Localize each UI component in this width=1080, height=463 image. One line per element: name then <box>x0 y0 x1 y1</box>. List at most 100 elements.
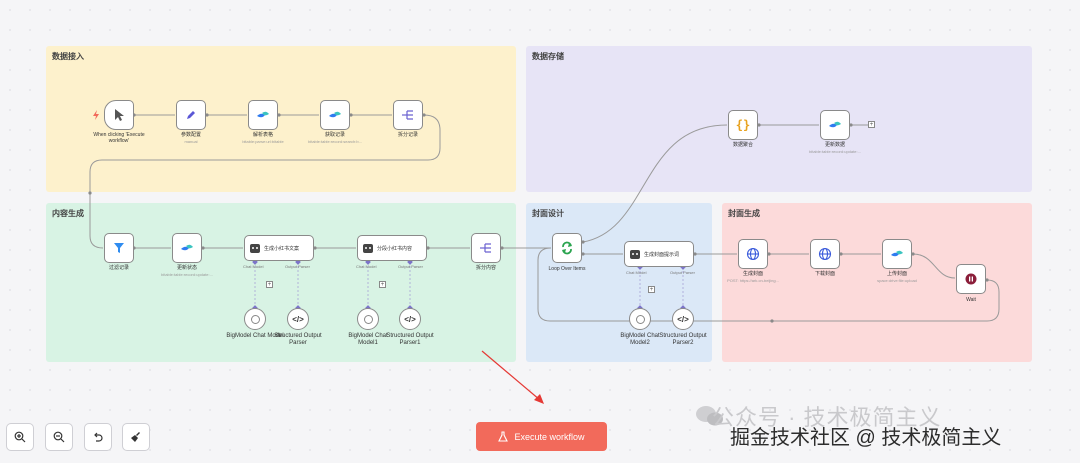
feishu-icon <box>181 244 193 251</box>
annotation-arrow <box>481 350 544 404</box>
node-subtitle: POST: https://ark.cn-beijing... <box>727 278 779 283</box>
output-parser-node[interactable]: </> <box>672 308 694 330</box>
port-label: Chat Model <box>626 270 647 275</box>
watermark-line-1: 公众号 · 技术极简主义 <box>712 405 942 430</box>
node-label: 过滤记录 <box>108 265 129 271</box>
node-label: Wait <box>966 297 976 303</box>
watermark-line-2: 掘金技术社区 @ 技术极简主义 <box>730 427 1002 449</box>
reset-zoom-button[interactable] <box>84 423 112 451</box>
port-label: Output Parser <box>670 270 695 275</box>
zoom-in-icon <box>14 431 26 443</box>
get-records-node[interactable] <box>320 100 350 130</box>
node-label: 拆分内容 <box>475 265 496 271</box>
zoom-out-button[interactable] <box>45 423 73 451</box>
feishu-icon <box>891 250 903 257</box>
add-node-button[interactable]: + <box>648 286 655 293</box>
node-label: 下载封面 <box>814 271 835 277</box>
pencil-icon <box>187 111 195 119</box>
group-title: 数据接入 <box>52 52 84 61</box>
execute-workflow-label: Execute workflow <box>514 431 585 442</box>
robot-icon <box>363 243 373 253</box>
node-subtitle: bitable:table:record:update:... <box>809 149 861 154</box>
node-label: BigModel Chat Model <box>226 333 284 339</box>
add-node-button[interactable]: + <box>868 121 875 128</box>
code-icon: </> <box>292 314 304 324</box>
node-label: 更新状态 <box>176 265 197 271</box>
node-subtitle: bitable:table:record:search:b... <box>308 139 362 144</box>
node-label: 生成小红书文案 <box>264 245 300 252</box>
model-icon <box>250 314 260 324</box>
add-node-button[interactable]: + <box>266 281 273 288</box>
output-parser-node[interactable]: </> <box>399 308 421 330</box>
node-subtitle: bitable:table:record:update:... <box>161 272 213 277</box>
split-icon <box>480 243 491 253</box>
group-content-generation: 内容生成 <box>46 203 516 362</box>
zoom-out-icon <box>53 431 65 443</box>
split-records-node[interactable] <box>393 100 423 130</box>
node-subtitle: space:drive:file:upload <box>877 278 917 283</box>
split-copy-node[interactable]: 分段小红书内容 <box>357 235 427 261</box>
node-label: Structured Output Parser <box>274 333 322 346</box>
update-data-node[interactable] <box>820 110 850 140</box>
split-content-node[interactable] <box>471 233 501 263</box>
globe-icon <box>746 247 760 261</box>
port-label: Output Parser <box>285 264 310 269</box>
group-title: 内容生成 <box>52 209 84 218</box>
trigger-node[interactable] <box>104 100 134 130</box>
group-data-storage: 数据存储 <box>526 46 1032 192</box>
undo-icon <box>94 432 103 442</box>
model-icon <box>635 314 645 324</box>
feishu-icon <box>329 111 341 118</box>
zoom-in-button[interactable] <box>6 423 34 451</box>
port-label: Output Parser <box>398 264 423 269</box>
chat-model-node[interactable] <box>244 308 266 330</box>
model-icon <box>363 314 373 324</box>
loop-node[interactable] <box>552 233 582 263</box>
node-label: Loop Over Items <box>548 266 586 272</box>
cursor-icon <box>115 109 124 121</box>
wait-node[interactable] <box>956 264 986 294</box>
node-label: 生成封面 <box>742 271 763 277</box>
node-label: 拆分记录 <box>397 132 418 138</box>
filter-icon <box>114 243 124 253</box>
group-cover-design: 封面设计 <box>526 203 712 362</box>
chat-model-node[interactable] <box>629 308 651 330</box>
node-label: 上传封面 <box>886 271 907 277</box>
pause-icon <box>965 273 977 285</box>
robot-icon <box>250 243 260 253</box>
node-label: 参数配置 <box>180 132 201 138</box>
output-parser-node[interactable]: </> <box>287 308 309 330</box>
node-subtitle: bitable:parse:url:bitable <box>242 139 284 144</box>
upload-cover-node[interactable] <box>882 239 912 269</box>
generate-cover-prompt-node[interactable]: 生成封面提示词 <box>624 241 694 267</box>
code-icon: </> <box>404 314 416 324</box>
robot-icon <box>630 249 640 259</box>
node-label: 数据聚合 <box>732 142 753 148</box>
node-label: 分段小红书内容 <box>377 245 413 252</box>
generate-copy-node[interactable]: 生成小红书文案 <box>244 235 314 261</box>
broom-icon <box>131 432 140 442</box>
lightning-icon <box>93 110 99 120</box>
port-label: Chat Model <box>356 264 377 269</box>
feishu-icon <box>257 111 269 118</box>
chat-model-node[interactable] <box>357 308 379 330</box>
node-label: BigModel Chat Model1 <box>348 333 388 346</box>
params-node[interactable] <box>176 100 206 130</box>
add-node-button[interactable]: + <box>379 281 386 288</box>
group-title: 数据存储 <box>532 52 564 61</box>
merge-data-node[interactable]: {} <box>728 110 758 140</box>
wechat-icon <box>696 406 723 426</box>
parse-table-node[interactable] <box>248 100 278 130</box>
globe-icon <box>818 247 832 261</box>
node-label: Structured Output Parser2 <box>659 333 707 346</box>
execute-workflow-button[interactable]: Execute workflow <box>476 422 607 451</box>
download-cover-node[interactable] <box>810 239 840 269</box>
generate-cover-node[interactable] <box>738 239 768 269</box>
update-status-node[interactable] <box>172 233 202 263</box>
filter-records-node[interactable] <box>104 233 134 263</box>
tidy-up-button[interactable] <box>122 423 150 451</box>
braces-icon: {} <box>735 118 751 132</box>
group-title: 封面设计 <box>532 209 564 218</box>
node-label: BigModel Chat Model2 <box>620 333 660 346</box>
